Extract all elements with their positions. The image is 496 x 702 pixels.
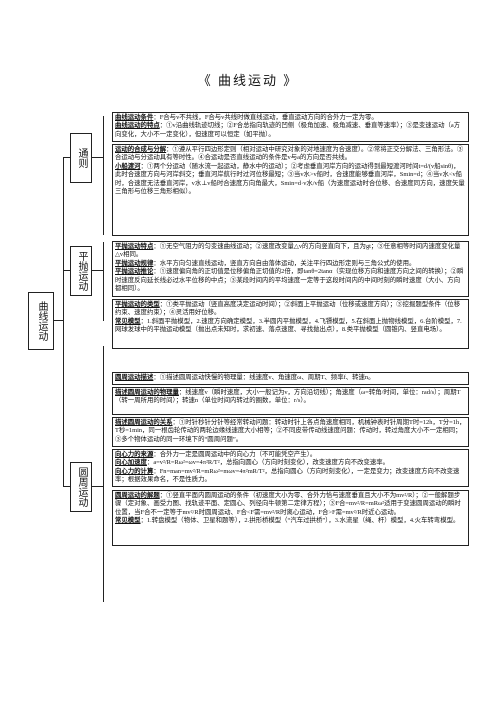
block-heading: 曲线运动条件	[115, 114, 154, 121]
block-heading: 向心力的来源	[115, 451, 154, 458]
block-projectile-models: 平抛运动的类型：①类平抛运动（竖直高度决定运动时间）；②斜面上平抛运动（位移或速…	[112, 299, 469, 349]
block-curve-conditions: 曲线运动条件：F合与v不共线，F合与v共线时做直线运动，垂直运动方向的合外力一定…	[112, 112, 469, 142]
category-circular: 圆周运动	[70, 462, 92, 512]
block-centripetal-force: 向心力的来源：合外力一定是圆周运动中的向心力（不可能凭空产生）。 向心加速度：a…	[112, 449, 469, 487]
block-heading: 曲线运动的特点	[115, 122, 160, 130]
block-heading: 平抛运动规律	[115, 259, 154, 267]
bracket-circular	[103, 346, 104, 602]
block-heading: 常见模型	[115, 517, 141, 525]
block-line: 曲线运动条件：F合与v不共线，F合与v共线时做直线运动，垂直运动方向的合外力一定…	[115, 114, 378, 121]
block-line: 描述圆周运动的关系：①时针秒针分针等经常转动问题：转动时针上各点角速度相同，机械…	[115, 419, 466, 443]
block-heading: 向心加速度	[115, 459, 147, 467]
root-spine	[63, 157, 64, 487]
category-projectile: 平抛运动	[70, 246, 92, 296]
block-line: 曲线运动的特点：①v沿曲线轨迹切线；②F合总指向轨迹的凹侧（极角加速、极角减速、…	[115, 122, 461, 138]
cat-link-3	[63, 486, 71, 487]
block-line: 运动的合成与分解：①遵从平行四边形定则（相对运动中研究对象的对地速度为合速度）。…	[115, 146, 464, 162]
block-line: 小船渡河：①两个分运动（随水流一起运动，静水中的运动）；②考虑垂直河岸方向的运动…	[115, 162, 465, 196]
block-line: 平抛运动推论：①速度偏向角的正切值是位移偏角正切值的2倍，即tanθ=2tanα…	[115, 268, 464, 293]
category-general: 通则	[70, 133, 92, 183]
block-line: 平抛运动特点：①无空气阻力的匀变速曲线运动；②速度改变量△v的方向竖直向下，且为…	[115, 243, 461, 259]
block-line: 向心力的来源：合外力一定是圆周运动中的向心力（不可能凭空产生）。	[115, 451, 317, 458]
block-heading: 小船渡河	[115, 162, 141, 170]
root-node: 曲线运动	[28, 292, 54, 350]
block-line: 平抛运动的类型：①类平抛运动（竖直高度决定运动时间）；②斜面上平抛运动（位移或速…	[115, 301, 461, 317]
bracket-projectile	[103, 242, 104, 321]
block-line: 圆周运动的解题：①竖直平面内圆周运动的条件（初速度大小为零、合外力恰与速度垂直且…	[115, 492, 461, 516]
block-circular-problems: 圆周运动的解题：①竖直平面内圆周运动的条件（初速度大小为零、合外力恰与速度垂直且…	[112, 490, 469, 546]
cat-link-1	[63, 157, 71, 158]
block-heading: 描述圆周运动的物理量	[115, 389, 179, 396]
block-line: 向心力的计算：Fn=man=mv²/R=mRω²=mωv=4π²mR/T²，总指…	[115, 467, 460, 484]
block-line: 描述圆周运动的物理量：线速度v（瞬时速度，大小一般记为v，方向沿切线）；角速度（…	[115, 389, 461, 405]
block-heading: 描述圆周运动的关系	[115, 419, 173, 426]
bracket-general-stem	[91, 157, 103, 158]
page-title: 《 曲线运动 》	[197, 73, 299, 88]
block-heading: 平抛运动推论	[115, 268, 154, 276]
block-circular-description: 圆周运动描述：①描述圆周运动快慢的物理量：线速度v、角速度ω、周期T、频率f、转…	[112, 372, 469, 385]
bracket-circular-stem	[91, 486, 103, 487]
block-circular-quantities: 描述圆周运动的物理量：线速度v（瞬时速度，大小一般记为v，方向沿切线）；角速度（…	[112, 387, 469, 415]
block-line: 平抛运动规律：水平方向匀速直线运动，竖直方向自由落体运动，关注平行四边形定则与三…	[115, 259, 416, 267]
block-line: 向心加速度：a=v²/R=Rω²=ωv=4π²R/T²，总指向圆心（方向时刻变化…	[115, 459, 390, 467]
block-heading: 平抛运动特点	[115, 243, 154, 250]
block-motion-composition: 运动的合成与分解：①遵从平行四边形定则（相对运动中研究对象的对地速度为合速度）。…	[112, 144, 469, 236]
block-line: 圆周运动描述：①描述圆周运动快慢的物理量：线速度v、角速度ω、周期T、频率f、转…	[115, 374, 375, 381]
bracket-projectile-stem	[91, 270, 103, 271]
block-projectile-rules: 平抛运动特点：①无空气阻力的匀变速曲线运动；②速度改变量△v的方向竖直向下，且为…	[112, 241, 469, 297]
block-heading: 平抛运动的类型	[115, 301, 160, 308]
block-heading: 圆周运动描述	[115, 374, 154, 381]
block-heading: 常见模型	[115, 317, 141, 325]
block-circular-relations: 描述圆周运动的关系：①时针秒针分针等经常转动问题：转动时针上各点角速度相同，机械…	[112, 417, 469, 447]
block-line: 常见模型：1.转盘模型（物体、卫星和题等），2.拱形桥模型（“汽车过拱桥”），3…	[115, 517, 460, 525]
block-heading: 向心力的计算	[115, 467, 154, 475]
block-heading: 运动的合成与分解	[115, 146, 167, 153]
root-trunk	[53, 320, 63, 321]
cat-link-2	[63, 270, 71, 271]
bracket-general	[103, 116, 104, 235]
block-heading: 圆周运动的解题	[115, 492, 160, 499]
block-line: 常见模型：1.斜面平抛模型，2.速度方向确定模型，3.半圆内平抛模型，4.飞镖模…	[115, 317, 462, 334]
